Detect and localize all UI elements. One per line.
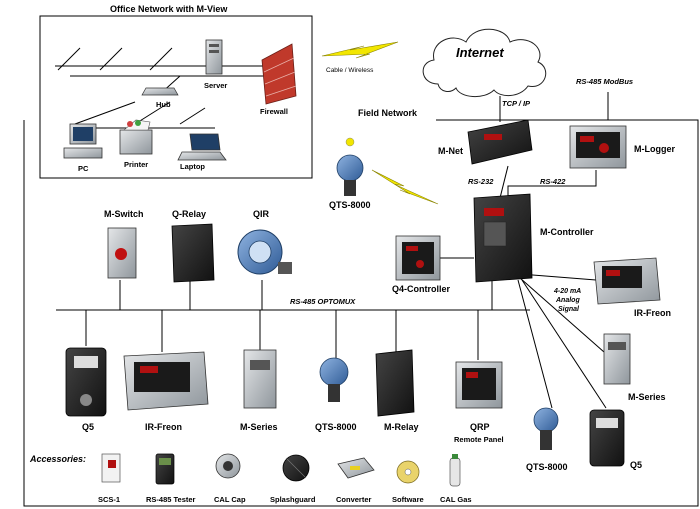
qts-8000-top-label: QTS-8000: [329, 200, 371, 210]
qts-8000-mid-label: QTS-8000: [315, 422, 357, 432]
q5-left-device: [65, 347, 107, 417]
wireless-link-icon: [321, 41, 399, 59]
q4-controller-label: Q4-Controller: [392, 284, 451, 294]
qts-8000-top-device: [336, 137, 364, 196]
q5-right-label: Q5: [630, 460, 642, 470]
internet-cloud-icon: [422, 28, 547, 97]
office-lan-lines: [55, 47, 275, 129]
rs485-modbus-label: RS-485 ModBus: [576, 77, 633, 86]
rs232-label: RS-232: [468, 177, 494, 186]
q5-right-device: [589, 409, 625, 467]
accessory-label: CAL Gas: [440, 495, 472, 504]
q-relay-device: [171, 223, 215, 283]
ir-freon-bottom-device: [123, 351, 209, 411]
ir-freon-right-label: IR-Freon: [634, 308, 671, 318]
qrp-label: QRP: [470, 422, 490, 432]
m-switch-device: [107, 227, 137, 279]
accessories-heading: Accessories:: [29, 454, 86, 464]
printer-label: Printer: [124, 160, 148, 169]
m-controller-label: M-Controller: [540, 227, 594, 237]
qts-8000-mid-device: [319, 357, 349, 402]
server-label: Server: [204, 81, 227, 90]
m-net-device: [467, 119, 533, 165]
qts-8000-right-device: [533, 407, 559, 450]
analog-label-line1: 4-20 mA: [553, 288, 581, 295]
rs485-optomux-label: RS-485 OPTOMUX: [290, 297, 356, 306]
analog-label-line2: Analog: [555, 297, 580, 304]
accessory-label: Converter: [336, 495, 372, 504]
field-network-title: Field Network: [358, 108, 418, 118]
internet-label: Internet: [456, 45, 504, 60]
accessory-label: CAL Cap: [214, 495, 246, 504]
qir-device: [237, 229, 292, 275]
hub-label: Hub: [156, 100, 171, 109]
field-connection-lines: [56, 92, 609, 409]
scs-1-icon: [101, 453, 121, 483]
pc-icon: [63, 123, 103, 159]
accessory-label: Software: [392, 495, 424, 504]
ir-freon-right-device: [593, 257, 661, 305]
printer-icon: [119, 119, 153, 155]
m-series-right-label: M-Series: [628, 392, 666, 402]
rs422-label: RS-422: [540, 177, 566, 186]
m-switch-label: M-Switch: [104, 209, 144, 219]
m-relay-device: [375, 349, 415, 417]
m-series-bottom-label: M-Series: [240, 422, 278, 432]
m-relay-label: M-Relay: [384, 422, 419, 432]
m-logger-device: [569, 125, 627, 169]
server-icon: [205, 39, 223, 75]
qir-label: QIR: [253, 209, 270, 219]
pc-label: PC: [78, 164, 89, 173]
m-logger-label: M-Logger: [634, 144, 675, 154]
qts-8000-right-label: QTS-8000: [526, 462, 568, 472]
q5-left-label: Q5: [82, 422, 94, 432]
field-network-region: Field Network: [23, 108, 699, 507]
m-series-bottom-device: [243, 349, 277, 409]
office-network-title: Office Network with M-View: [110, 4, 228, 14]
accessory-label: SCS-1: [98, 495, 120, 504]
converter-icon: [337, 457, 375, 479]
accessory-label: Splashguard: [270, 495, 316, 504]
splashguard-icon: [282, 454, 310, 482]
firewall-icon: [261, 43, 297, 105]
software-icon: [396, 460, 420, 484]
m-series-right-device: [603, 333, 631, 385]
laptop-icon: [177, 133, 227, 161]
cable-wireless-label: Cable / Wireless: [326, 67, 374, 74]
q4-controller-device: [395, 235, 441, 281]
m-net-label: M-Net: [438, 146, 463, 156]
cal-gas-icon: [449, 454, 461, 487]
remote-panel-label: Remote Panel: [454, 435, 504, 444]
qrp-device: [455, 361, 503, 409]
q-relay-label: Q-Relay: [172, 209, 206, 219]
accessory-label: RS-485 Tester: [146, 495, 196, 504]
hub-icon: [141, 87, 179, 96]
cal-cap-icon: [215, 453, 241, 479]
laptop-label: Laptop: [180, 162, 205, 171]
rs485-tester-icon: [155, 453, 175, 485]
tcp-ip-label: TCP / IP: [502, 99, 531, 108]
firewall-label: Firewall: [260, 107, 288, 116]
m-controller-device: [473, 193, 533, 283]
analog-label-line3: Signal: [558, 306, 580, 313]
field-wireless-link-icon: [371, 169, 439, 205]
ir-freon-bottom-label: IR-Freon: [145, 422, 182, 432]
